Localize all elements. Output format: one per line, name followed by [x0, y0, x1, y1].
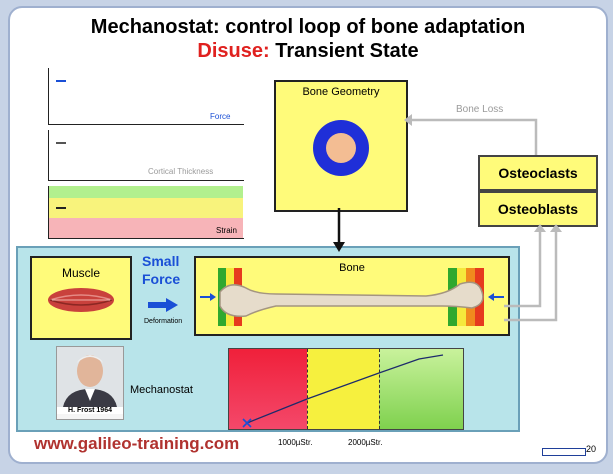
slide-frame: Mechanostat: control loop of bone adapta… [8, 6, 608, 464]
page-counter: 20 [586, 444, 596, 454]
connector-arrows [10, 8, 606, 462]
page-counter-box [542, 448, 586, 456]
